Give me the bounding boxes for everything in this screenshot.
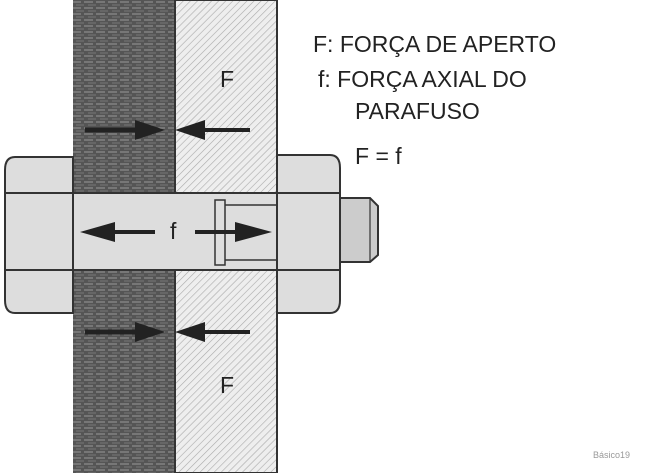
legend-clamp-force: F: FORÇA DE APERTO: [313, 31, 557, 57]
nut: [276, 154, 341, 314]
legend-axial-force-2: PARAFUSO: [355, 98, 480, 124]
bolt-thread-end: [339, 197, 379, 263]
figure-id: Básico19: [593, 450, 631, 460]
legend-axial-force-1: f: FORÇA AXIAL DO: [318, 66, 527, 92]
equation: F = f: [355, 143, 402, 169]
force-label-top: F: [220, 66, 235, 92]
clamp-arrows-bottom: [85, 322, 250, 342]
bolt-head: [4, 156, 74, 314]
axial-force-label: f: [170, 218, 177, 244]
axial-force-arrows: [80, 222, 272, 242]
clamp-arrows-top: [85, 120, 250, 140]
force-label-bottom: F: [220, 372, 235, 398]
